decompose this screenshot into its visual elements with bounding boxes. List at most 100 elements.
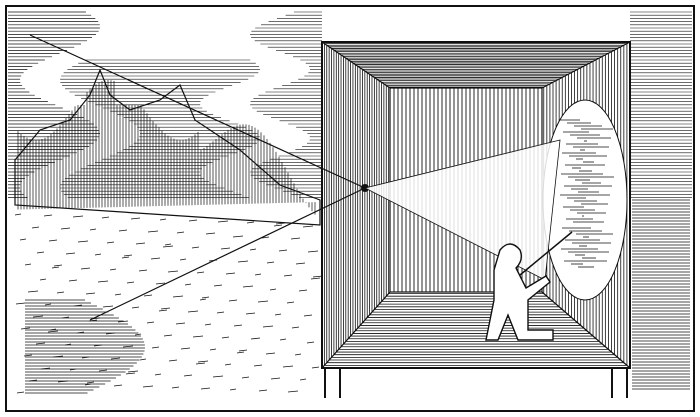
grass-tuft	[204, 323, 212, 326]
grass-tuft	[47, 330, 59, 333]
grass-tuft	[159, 218, 167, 221]
grass-tuft	[142, 385, 154, 388]
grass-tuft	[131, 306, 140, 309]
ray-line	[89, 187, 366, 321]
grass-tuft	[291, 326, 300, 329]
grass-tuft	[196, 271, 205, 274]
grass-tuft	[201, 296, 210, 299]
grass-tuft	[306, 341, 315, 344]
grass-tuft	[216, 311, 225, 314]
grass-tuft	[139, 358, 147, 361]
grass-tuft	[51, 266, 60, 269]
grass-tuft	[121, 256, 130, 259]
ground-hatching	[14, 199, 690, 394]
grass-tuft	[228, 299, 238, 302]
grass-tuft	[134, 333, 142, 336]
box-edge	[541, 291, 631, 369]
grass-tuft	[282, 365, 294, 368]
grass-tuft	[44, 303, 52, 306]
grass-tuft	[217, 220, 229, 223]
grass-tuft	[110, 357, 121, 360]
grass-tuft	[295, 262, 306, 265]
grass-tuft	[273, 224, 283, 227]
grass-tuft	[278, 249, 288, 252]
grass-tuft	[147, 230, 159, 233]
grass-tuft	[266, 261, 275, 264]
grass-tuft	[242, 285, 254, 288]
grass-tuft	[274, 313, 282, 316]
grass-tuft	[125, 372, 136, 375]
grass-tuft	[35, 342, 46, 345]
grass-tuft	[98, 369, 108, 372]
grass-tuft	[60, 227, 71, 230]
castle-outline	[14, 68, 321, 226]
grass-tuft	[39, 278, 47, 281]
grass-tuft	[249, 248, 257, 251]
grass-tuft	[310, 277, 321, 280]
grass-tuft	[164, 243, 172, 246]
grass-tuft	[72, 215, 84, 218]
grass-tuft	[209, 348, 217, 351]
grass-tuft	[97, 280, 109, 283]
grass-tuft	[122, 345, 134, 348]
grass-tuft	[127, 370, 139, 373]
grass-tuft	[311, 366, 320, 369]
grass-tuft	[65, 252, 76, 255]
grass-tuft	[212, 375, 224, 378]
box-edge	[541, 41, 631, 89]
grass-tuft	[43, 214, 53, 217]
grass-tuft	[253, 364, 263, 367]
castle-on-hill	[14, 68, 321, 226]
grass-tuft	[261, 236, 270, 239]
grass-tuft	[80, 267, 91, 270]
grass-tuft	[269, 288, 277, 291]
camera-obscura-box	[321, 41, 631, 398]
grass-tuft	[290, 237, 301, 240]
grass-tuft	[286, 301, 295, 304]
grass-tuft	[241, 376, 250, 379]
grass-tuft	[68, 279, 78, 282]
grass-tuft	[123, 254, 133, 257]
seated-man-figure	[485, 231, 573, 341]
grass-tuft	[265, 352, 276, 355]
grass-tuft	[220, 247, 231, 250]
grass-tuft	[143, 294, 153, 297]
grass-tuft	[187, 310, 199, 313]
grass-tuft	[101, 216, 110, 219]
grass-tuft	[20, 327, 31, 330]
grass-tuft	[106, 241, 115, 244]
grass-tuft	[195, 362, 206, 365]
grass-tuft	[221, 336, 230, 339]
grass-tuft	[197, 360, 209, 363]
grass-tuft	[179, 258, 187, 261]
grass-tuft	[236, 351, 245, 354]
pointing-stick	[519, 231, 573, 276]
grass-tuft	[175, 322, 186, 325]
grass-tuft	[130, 217, 141, 220]
grass-tuft	[23, 354, 33, 357]
frame-border	[5, 5, 695, 412]
grass-tuft	[56, 291, 65, 294]
grass-tuft	[184, 283, 192, 286]
grass-tuft	[155, 282, 166, 285]
grass-tuft	[254, 273, 262, 276]
grass-tuft	[167, 270, 179, 273]
grass-tuft	[163, 334, 173, 337]
grass-tuft	[102, 305, 114, 308]
grass-tuft	[205, 232, 216, 235]
grass-tuft	[303, 314, 313, 317]
grass-tuft	[232, 235, 244, 238]
grass-tuft	[237, 260, 249, 263]
grass-tuft	[180, 347, 191, 350]
grass-tuft	[146, 321, 155, 324]
grass-tuft	[24, 263, 32, 266]
grass-tuft	[172, 295, 184, 298]
grass-tuft	[294, 353, 302, 356]
grass-tuft	[262, 325, 274, 328]
grass-tuft	[150, 257, 161, 260]
grass-tuft	[279, 338, 287, 341]
grass-tuft	[188, 219, 198, 222]
grass-tuft	[86, 381, 95, 384]
grass-tuft	[109, 268, 117, 271]
box-edge	[321, 291, 391, 369]
